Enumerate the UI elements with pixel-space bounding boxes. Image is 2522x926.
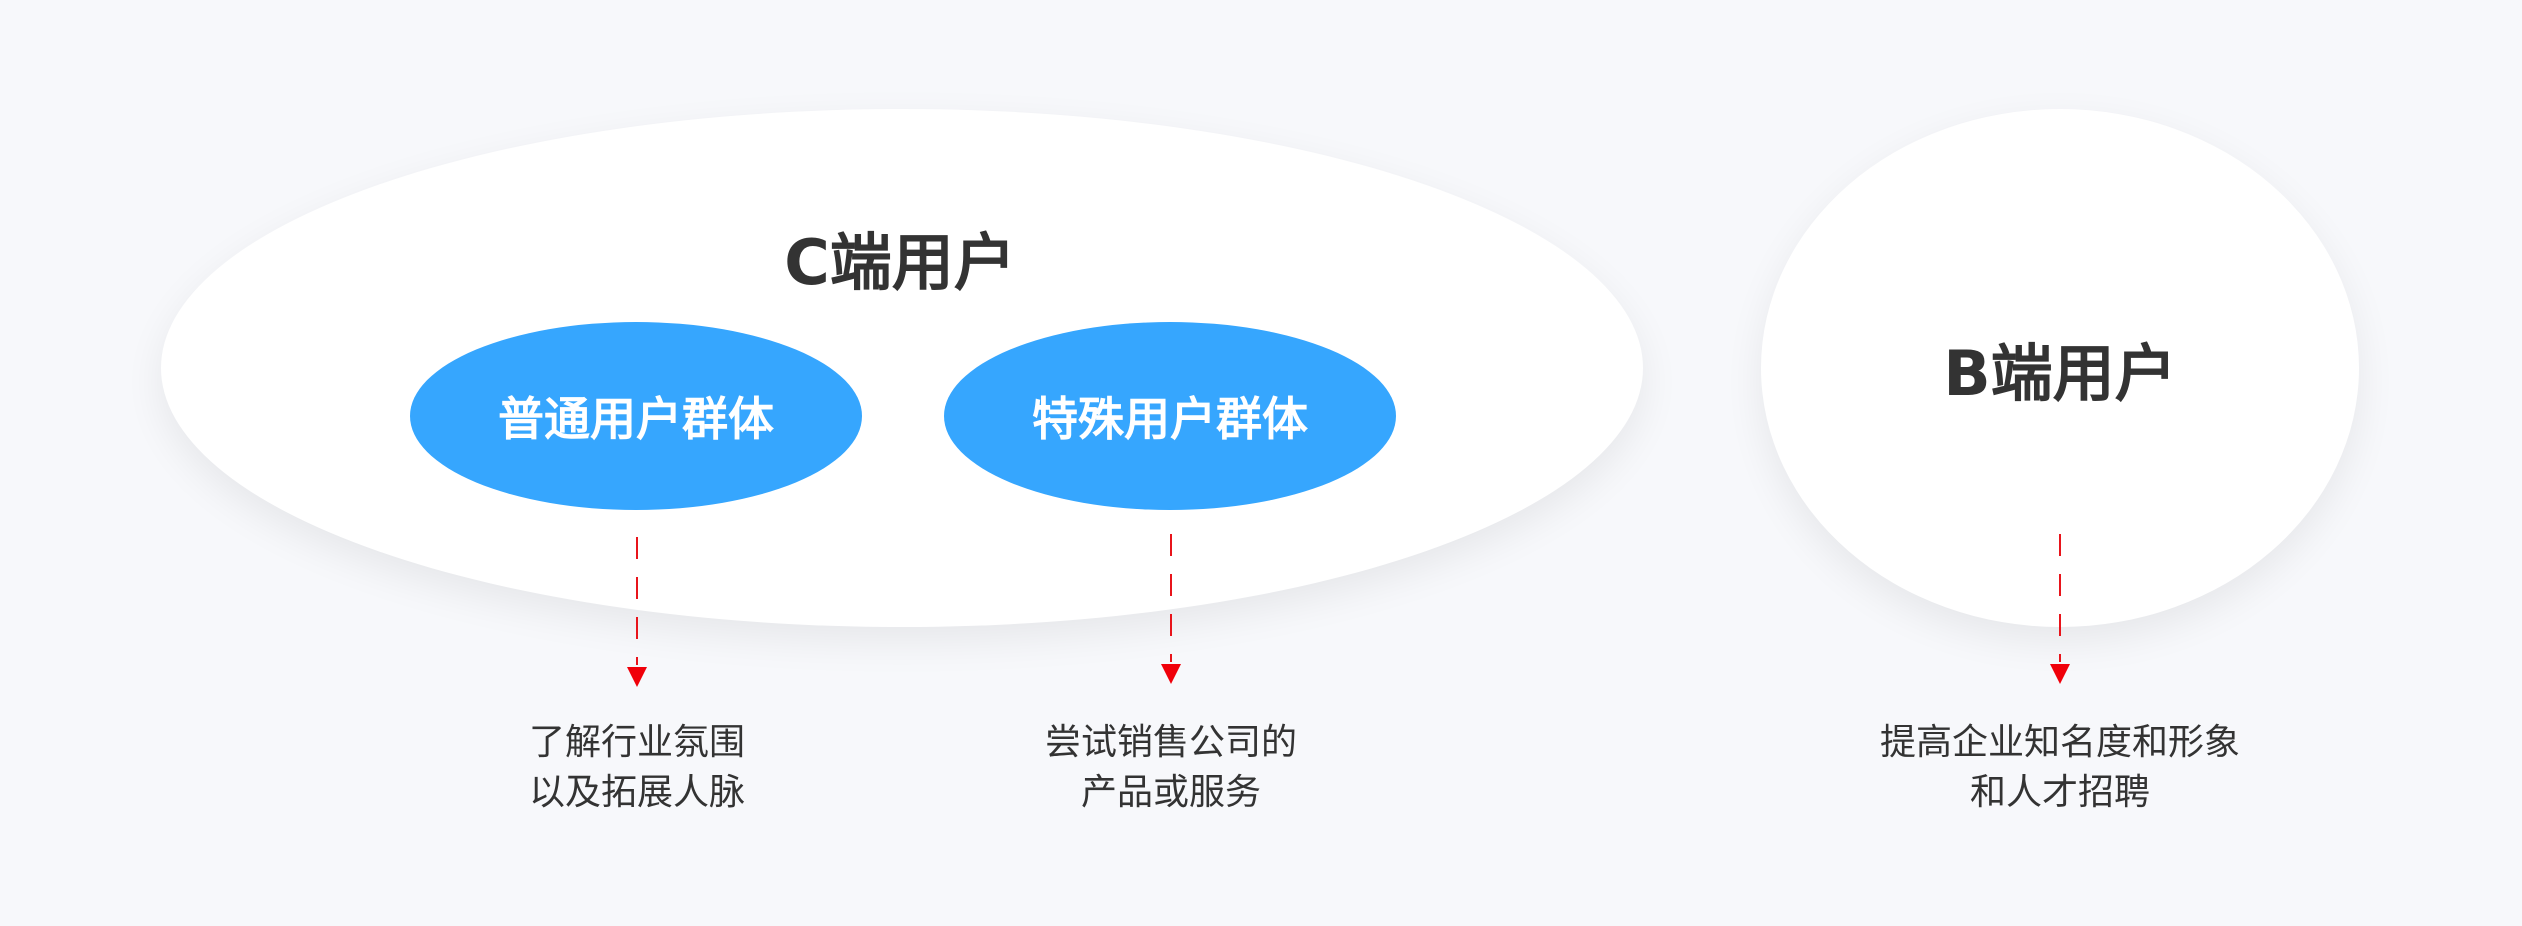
- description-line: 以及拓展人脉: [528, 772, 746, 813]
- description-line: 提高企业知名度和形象: [1879, 722, 2241, 763]
- description-line: 尝试销售公司的: [1044, 722, 1298, 763]
- arrowhead-icon: [1161, 664, 1181, 684]
- normal-user-group-ellipse: 普通用户群体: [410, 322, 862, 510]
- description-line: 和人才招聘: [1969, 772, 2151, 813]
- special-user-group-label: 特殊用户群体: [1032, 392, 1308, 446]
- normal-user-description: 了解行业氛围 以及拓展人脉: [529, 718, 745, 818]
- description-line: 产品或服务: [1080, 772, 1262, 813]
- special-user-group-ellipse: 特殊用户群体: [944, 322, 1396, 510]
- arrowhead-icon: [2050, 664, 2070, 684]
- description-line: 了解行业氛围: [528, 722, 746, 763]
- arrowhead-icon: [627, 667, 647, 687]
- c-user-ellipse: [161, 109, 1643, 627]
- b-user-title: B端用户: [1943, 337, 2177, 410]
- normal-user-group-label: 普通用户群体: [498, 392, 774, 446]
- special-user-description: 尝试销售公司的 产品或服务: [1045, 718, 1297, 818]
- b-user-description: 提高企业知名度和形象 和人才招聘: [1880, 718, 2240, 818]
- c-user-title: C端用户: [784, 226, 1016, 299]
